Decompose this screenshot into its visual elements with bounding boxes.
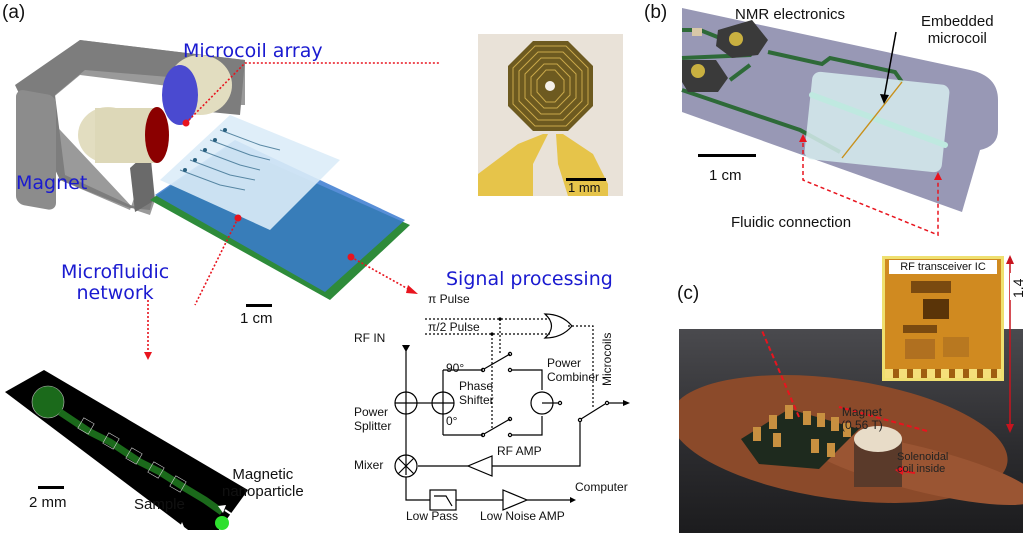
embedded-line1: Embedded (921, 13, 994, 30)
nanoparticle-arrow-icon (218, 505, 226, 513)
or-gate-icon (543, 313, 573, 339)
low-noise-amp-icon (502, 489, 529, 511)
low-pass-filter-icon (429, 489, 457, 511)
rf-transceiver-ic-image: RF transceiver IC (882, 256, 1004, 381)
device-scale-bar (246, 304, 272, 307)
signal-processing-schematic (394, 313, 630, 511)
phase-shifter-label: Phase Shifter (459, 379, 494, 407)
microfluidic-chip (160, 115, 340, 230)
magnet-label: Magnet (16, 172, 88, 194)
rf-in-label: RF IN (354, 331, 386, 345)
microcoil-wire (841, 81, 903, 159)
phase-shifter-line2: Shifter (459, 393, 494, 407)
microfluidic-image (5, 300, 248, 530)
solenoidal-coil-label: Solenoidal coil inside (897, 451, 948, 475)
microcoils-label: Microcoils (600, 332, 614, 386)
nmr-chip-illustration (681, 8, 998, 237)
chip-size-label: 1.4 mm (1010, 272, 1024, 300)
embedded-microcoil-label: Embedded microcoil (921, 13, 994, 47)
fluidic-connection-pointer (802, 136, 939, 237)
power-combiner-line2: Combiner (547, 370, 600, 384)
magnet-line2: (0.56 T) (841, 418, 883, 432)
magnetic-nanoparticle-label: Magnetic nanoparticle (222, 466, 304, 500)
solenoid-line1: Solenoidal (897, 451, 949, 463)
nmr-device-illustration (15, 40, 440, 307)
low-noise-amp-label: Low Noise AMP (480, 509, 565, 523)
panel-a-label: (a) (2, 2, 26, 23)
mixer-label: Mixer (354, 458, 384, 472)
nmr-electronic-components (682, 20, 768, 92)
chip-dimension-arrows (1006, 255, 1014, 433)
low-pass-label: Low Pass (406, 509, 459, 523)
chip-scale-label: 1 cm (709, 167, 742, 184)
fluidic-connection-label: Fluidic connection (731, 214, 852, 231)
fluidic-scale-bar (38, 486, 64, 489)
pi2-pulse-label: π/2 Pulse (428, 320, 480, 334)
magnet-line1: Magnet (841, 405, 882, 419)
panel-b-label: (b) (644, 2, 668, 23)
phase-shifter-line1: Phase (459, 379, 494, 393)
nmr-electronics-label: NMR electronics (735, 6, 846, 23)
power-splitter-line1: Power (354, 405, 389, 419)
microcoil-micrograph: 1 mm (478, 34, 623, 196)
power-combiner-line1: Power (547, 356, 582, 370)
rf-amp-label: RF AMP (497, 444, 542, 458)
chip-scale-bar (698, 154, 756, 157)
magnet-strength-label: Magnet (0.56 T) (841, 406, 883, 432)
fluidic-scale-label: 2 mm (29, 494, 67, 511)
coil-scale-label: 1 mm (568, 180, 601, 195)
power-splitter-line2: Splitter (354, 419, 392, 433)
microcoil-array-label: Microcoil array (183, 40, 323, 62)
pi-pulse-label: π Pulse (428, 292, 470, 306)
signal-processing-label: Signal processing (446, 268, 613, 290)
rf-ic-label: RF transceiver IC (889, 260, 997, 274)
panel-c-label: (c) (677, 283, 700, 304)
deg90-label: 90° (446, 361, 465, 375)
computer-label: Computer (575, 480, 628, 494)
nanoparticle-inlet (215, 516, 229, 530)
magnetic-np-line2: nanoparticle (222, 483, 304, 500)
power-splitter-label: Power Splitter (354, 405, 391, 433)
rf-amp-icon (466, 455, 493, 477)
microfluidic-label-line1: Microfluidic (61, 261, 170, 283)
microfluidic-label-line2: network (76, 282, 154, 304)
microfluidic-network-label: Microfluidic network (61, 262, 169, 304)
sample-label: Sample (134, 496, 185, 513)
solenoid-line2: coil inside (897, 463, 946, 475)
magnetic-np-line1: Magnetic (232, 466, 294, 483)
device-scale-label: 1 cm (240, 310, 273, 327)
deg0-label: 0° (446, 414, 458, 428)
embedded-line2: microcoil (927, 30, 987, 47)
sample-arrow-icon (178, 522, 186, 530)
power-combiner-label: Power Combiner (547, 356, 599, 384)
